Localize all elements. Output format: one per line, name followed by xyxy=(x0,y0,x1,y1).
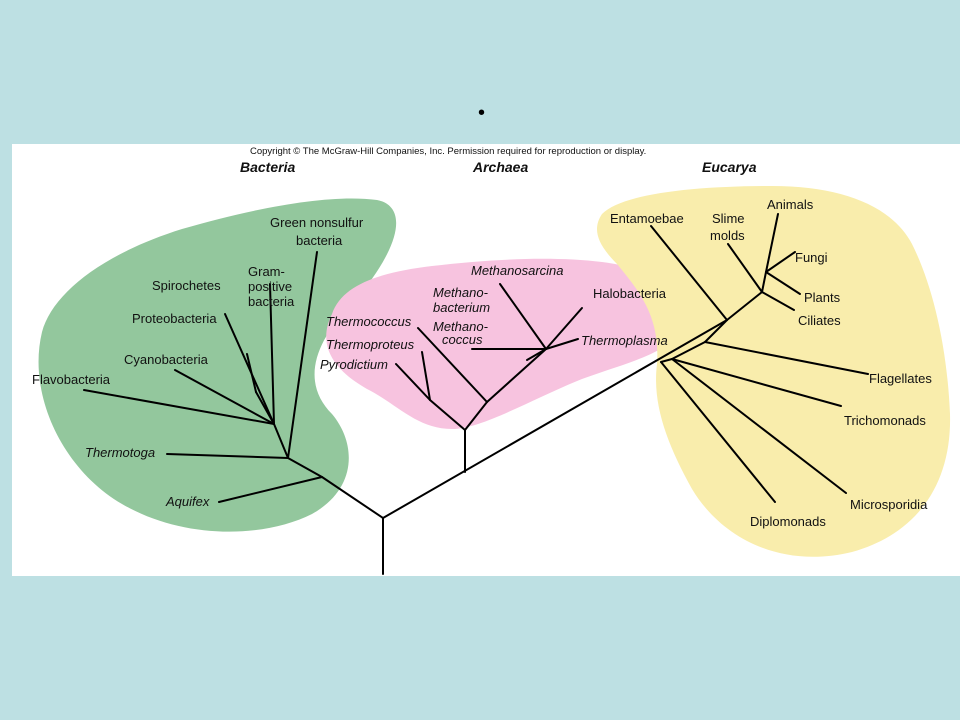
taxon-flagellates: Flagellates xyxy=(869,371,932,386)
taxon-thermococcus: Thermococcus xyxy=(326,314,412,329)
taxon-cyanobacteria: Cyanobacteria xyxy=(124,352,209,367)
taxon-gram-positive-line3: bacteria xyxy=(248,294,295,309)
taxon-diplomonads: Diplomonads xyxy=(750,514,826,529)
phylogenetic-tree-figure: Copyright © The McGraw-Hill Companies, I… xyxy=(12,144,960,576)
taxon-halobacteria: Halobacteria xyxy=(593,286,667,301)
taxon-fungi: Fungi xyxy=(795,250,828,265)
taxon-methanobacterium-line2: bacterium xyxy=(433,300,490,315)
taxon-slime-molds-line1: Slime xyxy=(712,211,745,226)
taxon-aquifex: Aquifex xyxy=(165,494,210,509)
domain-label-bacteria: Bacteria xyxy=(240,159,295,175)
taxon-spirochetes: Spirochetes xyxy=(152,278,221,293)
taxon-slime-molds-line2: molds xyxy=(710,228,745,243)
bacteria-region xyxy=(38,198,397,532)
taxon-pyrodictium: Pyrodictium xyxy=(320,357,388,372)
taxon-microsporidia: Microsporidia xyxy=(850,497,928,512)
taxon-entamoebae: Entamoebae xyxy=(610,211,684,226)
taxon-proteobacteria: Proteobacteria xyxy=(132,311,217,326)
archaea-region xyxy=(326,258,683,429)
copyright-notice: Copyright © The McGraw-Hill Companies, I… xyxy=(250,146,646,157)
domain-label-eucarya: Eucarya xyxy=(702,159,757,175)
taxon-green-nonsulfur-line2: bacteria xyxy=(296,233,343,248)
taxon-methanobacterium-line1: Methano- xyxy=(433,285,489,300)
taxon-gram-positive-line1: Gram- xyxy=(248,264,285,279)
taxon-ciliates: Ciliates xyxy=(798,313,841,328)
taxon-methanosarcina: Methanosarcina xyxy=(471,263,564,278)
domain-label-archaea: Archaea xyxy=(472,159,528,175)
taxon-animals: Animals xyxy=(767,197,814,212)
taxon-flavobacteria: Flavobacteria xyxy=(32,372,111,387)
eucarya-region xyxy=(597,186,951,557)
taxon-thermoproteus: Thermoproteus xyxy=(326,337,415,352)
taxon-green-nonsulfur-line1: Green nonsulfur xyxy=(270,215,364,230)
taxon-thermoplasma: Thermoplasma xyxy=(581,333,668,348)
taxon-methanococcus-line2: coccus xyxy=(442,332,483,347)
taxon-trichomonads: Trichomonads xyxy=(844,413,926,428)
taxon-thermotoga: Thermotoga xyxy=(85,445,155,460)
taxon-plants: Plants xyxy=(804,290,841,305)
slide-bullet: • xyxy=(478,102,486,124)
taxon-methanococcus-line1: Methano- xyxy=(433,319,489,334)
tree-diagram: Copyright © The McGraw-Hill Companies, I… xyxy=(32,146,951,575)
taxon-gram-positive-line2: positive xyxy=(248,279,292,294)
